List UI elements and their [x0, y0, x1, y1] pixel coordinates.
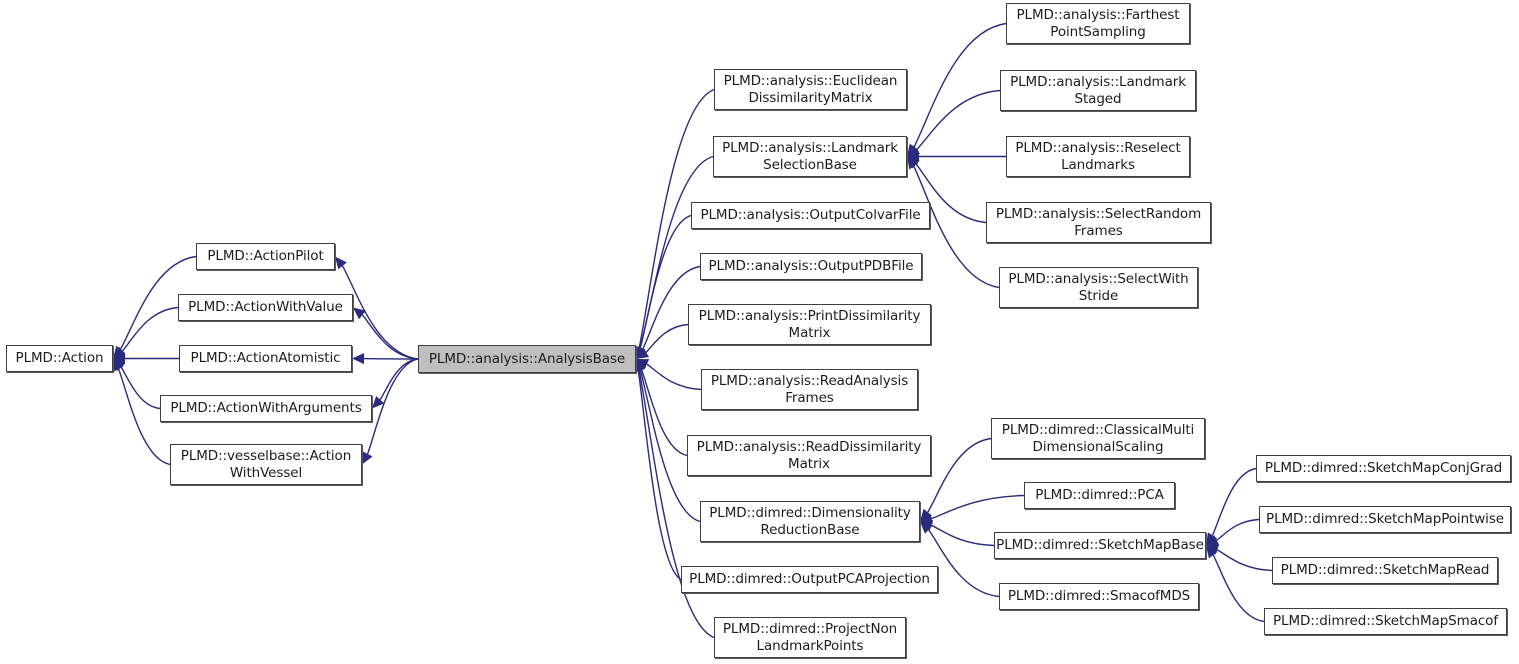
class-node-sketchmapbase[interactable]: PLMD::dimred::SketchMapBase	[994, 532, 1206, 559]
inheritance-arrowhead	[920, 508, 932, 522]
inheritance-edge	[1216, 518, 1260, 541]
inheritance-edge	[646, 363, 702, 391]
inheritance-arrowhead	[352, 353, 365, 365]
inheritance-edge	[1216, 549, 1273, 572]
inheritance-edge	[637, 370, 682, 581]
inheritance-edge	[928, 529, 1000, 598]
inheritance-arrowhead	[1206, 545, 1218, 559]
inheritance-arrowhead	[636, 347, 650, 359]
inheritance-edge	[1212, 554, 1265, 623]
class-node-actionwithargs[interactable]: PLMD::ActionWithArguments	[160, 395, 372, 422]
class-node-smacofmds[interactable]: PLMD::dimred::SmacofMDS	[999, 583, 1199, 610]
class-node-printdissim[interactable]: PLMD::analysis::PrintDissimilarity Matri…	[688, 304, 931, 345]
class-node-outputcolvar[interactable]: PLMD::analysis::OutputColvarFile	[691, 202, 930, 229]
inheritance-edge	[366, 358, 419, 455]
inheritance-edge	[916, 89, 1001, 151]
class-node-actionpilot[interactable]: PLMD::ActionPilot	[196, 243, 335, 270]
inheritance-edge	[361, 314, 419, 360]
inheritance-edge	[638, 88, 715, 348]
inheritance-edge	[341, 265, 419, 360]
inheritance-edge	[639, 369, 701, 523]
inheritance-edge	[639, 214, 692, 348]
class-node-readanalysis[interactable]: PLMD::analysis::ReadAnalysis Frames	[701, 369, 918, 410]
inheritance-arrowhead	[372, 395, 385, 409]
inheritance-edge	[931, 524, 995, 547]
class-node-outputpca[interactable]: PLMD::dimred::OutputPCAProjection	[681, 566, 938, 593]
class-node-analysisbase[interactable]: PLMD::analysis::AnalysisBase	[418, 345, 636, 373]
inheritance-arrowhead	[633, 359, 645, 373]
inheritance-edge	[119, 255, 197, 350]
inheritance-edge	[118, 368, 171, 466]
inheritance-edge	[1211, 467, 1257, 536]
class-node-landmarkstaged[interactable]: PLMD::analysis::Landmark Staged	[1000, 70, 1196, 111]
inheritance-arrowhead	[113, 353, 125, 364]
inheritance-edge	[379, 358, 419, 401]
inheritance-arrowhead	[636, 359, 650, 370]
class-node-smread[interactable]: PLMD::dimred::SketchMapRead	[1272, 557, 1498, 584]
inheritance-edge	[645, 323, 689, 353]
class-node-smconjgrad[interactable]: PLMD::dimred::SketchMapConjGrad	[1256, 455, 1511, 482]
class-node-dimredbase[interactable]: PLMD::dimred::Dimensionality ReductionBa…	[700, 501, 920, 542]
class-node-actionatomistic[interactable]: PLMD::ActionAtomistic	[179, 345, 352, 372]
inheritance-edge	[915, 163, 987, 224]
class-node-euclidean[interactable]: PLMD::analysis::Euclidean DissimilarityM…	[714, 69, 907, 110]
inheritance-edge	[642, 265, 701, 350]
class-node-smpointwise[interactable]: PLMD::dimred::SketchMapPointwise	[1259, 506, 1511, 533]
class-node-smsmacof[interactable]: PLMD::dimred::SketchMapSmacof	[1264, 608, 1507, 635]
inheritance-arrowhead	[353, 307, 366, 320]
class-node-projectnon[interactable]: PLMD::dimred::ProjectNon LandmarkPoints	[714, 617, 906, 658]
inheritance-arrowhead	[362, 451, 373, 465]
class-node-actionwithvessel[interactable]: PLMD::vesselbase::Action WithVessel	[170, 444, 362, 485]
inheritance-arrowhead	[113, 358, 124, 372]
class-node-selectwithstride[interactable]: PLMD::analysis::SelectWith Stride	[999, 267, 1198, 308]
class-node-outputpdb[interactable]: PLMD::analysis::OutputPDBFile	[700, 253, 922, 280]
inheritance-edge	[640, 369, 688, 457]
class-node-pca[interactable]: PLMD::dimred::PCA	[1024, 482, 1175, 509]
inheritance-edge	[931, 494, 1025, 520]
inheritance-arrowhead	[335, 256, 347, 270]
inheritance-edge	[927, 437, 992, 513]
class-node-classicalmds[interactable]: PLMD::dimred::ClassicalMulti Dimensional…	[991, 418, 1205, 459]
inheritance-arrowhead	[1206, 535, 1220, 546]
class-node-farthestpoint[interactable]: PLMD::analysis::Farthest PointSampling	[1006, 3, 1190, 44]
class-node-actionwithvalue[interactable]: PLMD::ActionWithValue	[178, 294, 353, 321]
inheritance-edge	[913, 166, 1000, 289]
class-node-readdissim[interactable]: PLMD::analysis::ReadDissimilarity Matrix	[687, 435, 931, 476]
class-node-reselect[interactable]: PLMD::analysis::Reselect Landmarks	[1006, 136, 1190, 177]
class-node-action[interactable]: PLMD::Action	[6, 345, 113, 372]
inheritance-edge	[121, 306, 179, 352]
inheritance-edge	[120, 366, 161, 410]
inheritance-edge	[913, 22, 1007, 148]
inheritance-arrowhead	[920, 521, 933, 534]
inheritance-arrowhead	[907, 156, 919, 170]
class-node-selectrandom[interactable]: PLMD::analysis::SelectRandom Frames	[986, 202, 1211, 243]
class-node-landmarkselbase[interactable]: PLMD::analysis::Landmark SelectionBase	[713, 136, 907, 177]
inheritance-edge	[638, 370, 715, 639]
